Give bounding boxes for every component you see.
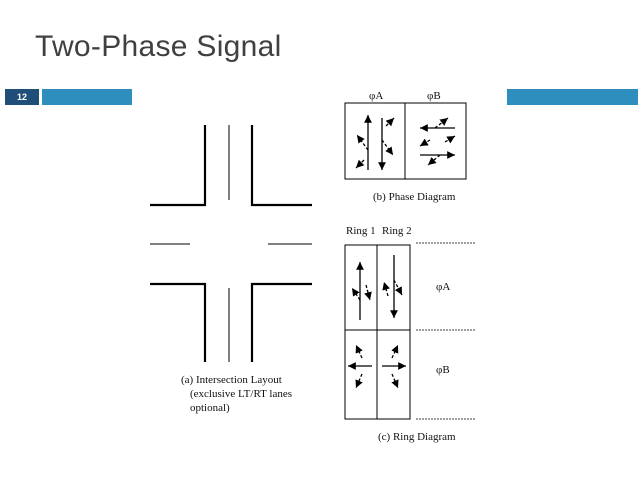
slide-title: Two-Phase Signal: [35, 30, 282, 63]
ring-diagram: Ring 1 Ring 2 φA φB (c) Ring Diagram: [344, 225, 475, 443]
header-bar-left: [42, 89, 132, 105]
ring2-label: Ring 2: [382, 225, 412, 237]
ring-phase-b-label: φB: [436, 364, 450, 376]
phase-diagram-caption: (b) Phase Diagram: [373, 191, 456, 203]
intersection-caption-line1: (a) Intersection Layout: [181, 374, 282, 386]
intersection-caption-line3: optional): [190, 402, 230, 414]
ring-diagram-caption: (c) Ring Diagram: [378, 431, 456, 443]
ring-phase-a-label: φA: [436, 281, 450, 293]
phase-b-label: φB: [427, 90, 441, 102]
phase-a-label: φA: [369, 90, 383, 102]
intersection-caption-line2: (exclusive LT/RT lanes: [190, 388, 292, 400]
phase-diagram: φA φB (b) Phase Diagram: [344, 90, 467, 203]
slide-number: 12: [5, 89, 39, 105]
intersection-layout: [150, 125, 312, 362]
header-bar-right: [507, 89, 638, 105]
ring1-label: Ring 1: [346, 225, 376, 237]
